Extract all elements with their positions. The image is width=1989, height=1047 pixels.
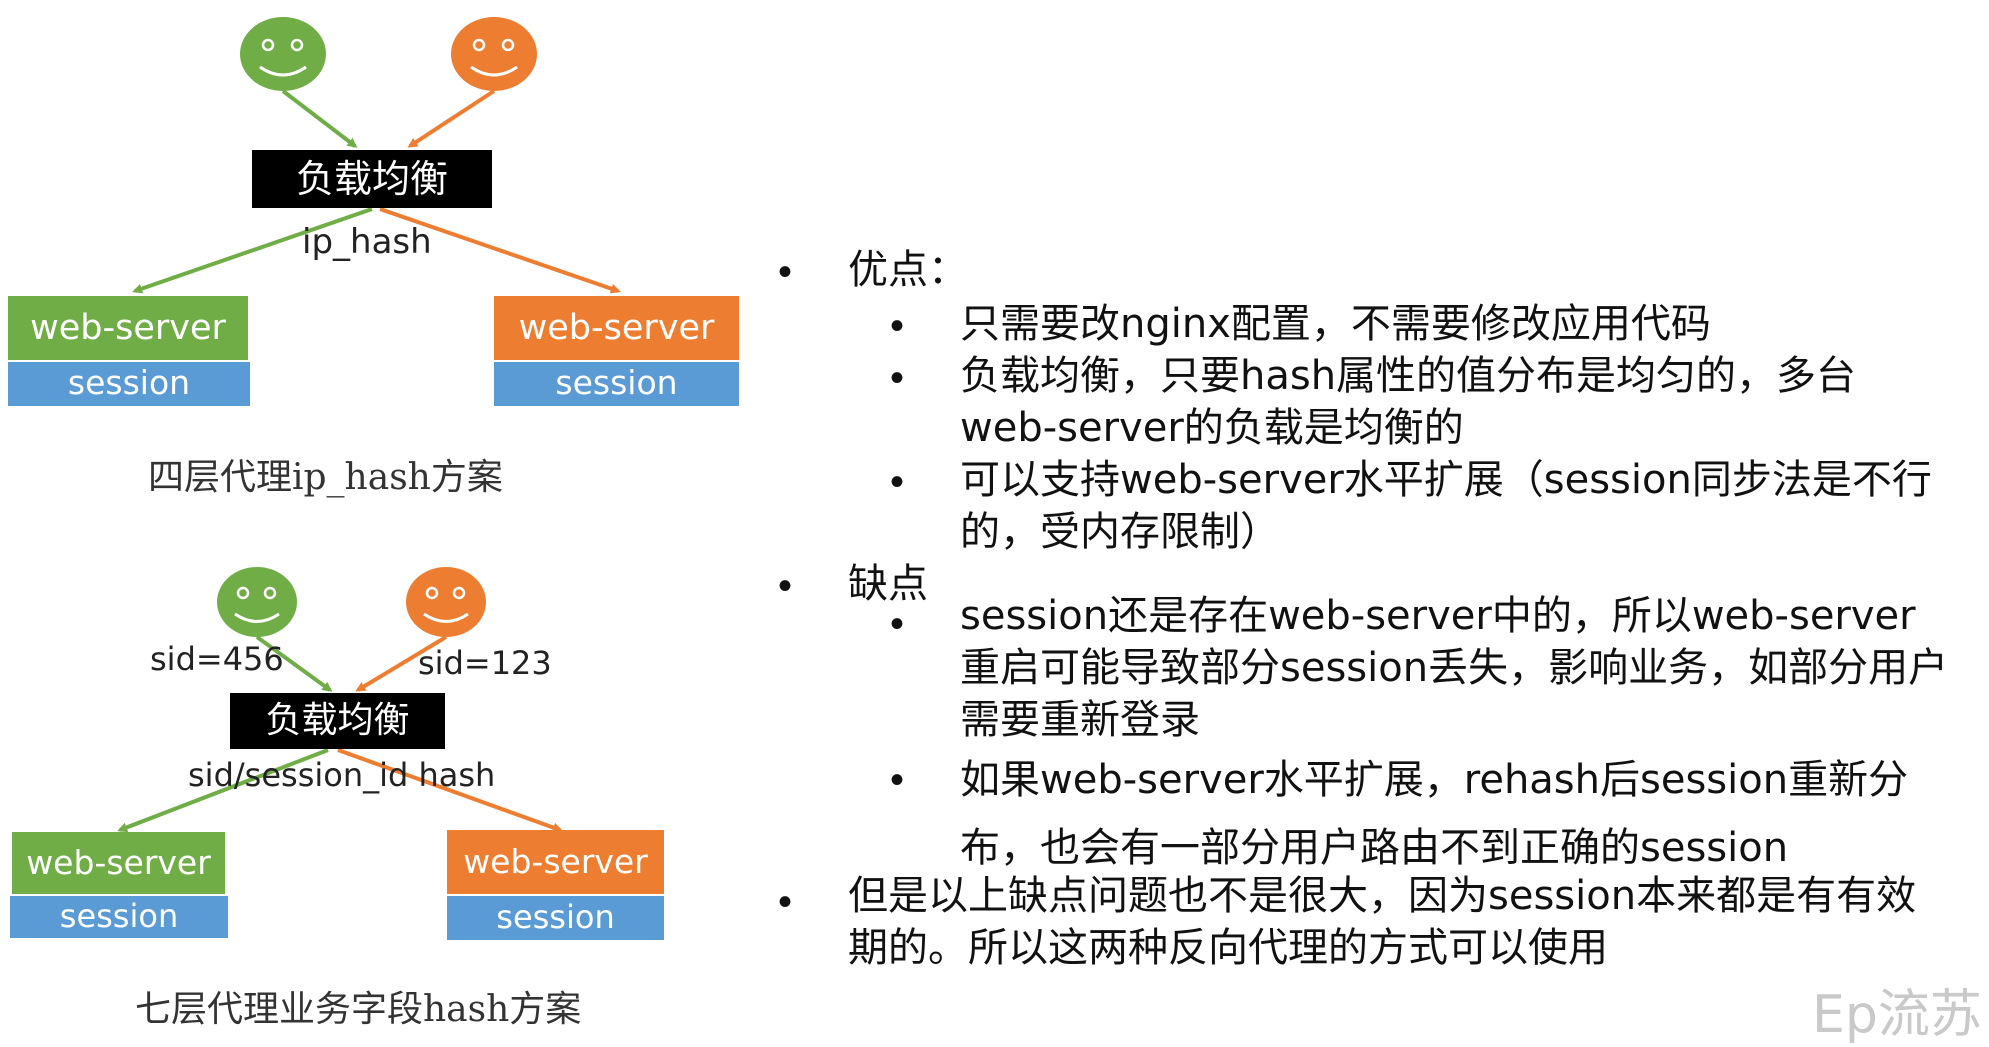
bullet: •	[890, 460, 905, 504]
bullet: •	[890, 758, 905, 802]
session-box: session	[494, 360, 739, 406]
arrow-user-to-lb	[281, 89, 358, 148]
pros-item: 可以支持web-server水平扩展（session同步法是不行的，受内存限制）	[960, 457, 1932, 555]
pros-item: 只需要改nginx配置，不需要修改应用代码	[960, 301, 1711, 347]
bullet: •	[890, 602, 905, 646]
watermark: Ep流苏	[1812, 985, 1982, 1045]
bullet: •	[778, 880, 793, 924]
cons-item: session还是存在web-server中的，所以web-server重启可能…	[960, 593, 1949, 743]
arrow-user-to-lb	[255, 635, 333, 692]
user-orange-icon	[406, 567, 486, 637]
web-server-box: web-server	[12, 832, 225, 894]
bullet: •	[778, 250, 793, 294]
user-green-icon	[240, 17, 326, 91]
user-orange-icon	[451, 17, 537, 91]
web-server-box: web-server	[8, 296, 248, 360]
pros-title: 优点：	[848, 247, 968, 293]
bullet: •	[890, 304, 905, 348]
diagram-caption: 四层代理ip_hash方案	[148, 457, 503, 498]
arrow-lb-to-server	[117, 748, 329, 833]
hash-method-label: ip_hash	[302, 222, 432, 262]
arrow-lb-to-server	[132, 207, 373, 294]
bullet: •	[778, 564, 793, 608]
bullet: •	[890, 356, 905, 400]
conclusion-text: 但是以上缺点问题也不是很大，因为session本来都是有有效期的。所以这两种反向…	[848, 873, 1917, 971]
web-server-box: web-server	[447, 830, 664, 894]
arrow-user-to-lb	[355, 635, 448, 692]
session-box: session	[8, 360, 250, 406]
sid-label: sid=123	[418, 644, 552, 682]
arrow-lb-to-server	[379, 207, 621, 294]
arrow-user-to-lb	[407, 89, 496, 148]
cons-item: 如果web-server水平扩展，rehash后session重新分布，也会有一…	[960, 757, 1909, 871]
diagram-caption: 七层代理业务字段hash方案	[135, 989, 582, 1030]
hash-method-label: sid/session_id hash	[188, 756, 496, 794]
load-balancer-box: 负载均衡	[230, 693, 445, 749]
session-box: session	[447, 894, 664, 940]
arrow-lb-to-server	[337, 748, 563, 833]
pros-item: 负载均衡，只要hash属性的值分布是均匀的，多台web-server的负载是均衡…	[960, 353, 1857, 451]
user-green-icon	[217, 567, 297, 637]
session-box: session	[10, 894, 228, 938]
sid-label: sid=456	[150, 640, 284, 678]
web-server-box: web-server	[494, 296, 739, 360]
cons-title: 缺点	[848, 561, 928, 607]
load-balancer-box: 负载均衡	[252, 150, 492, 208]
